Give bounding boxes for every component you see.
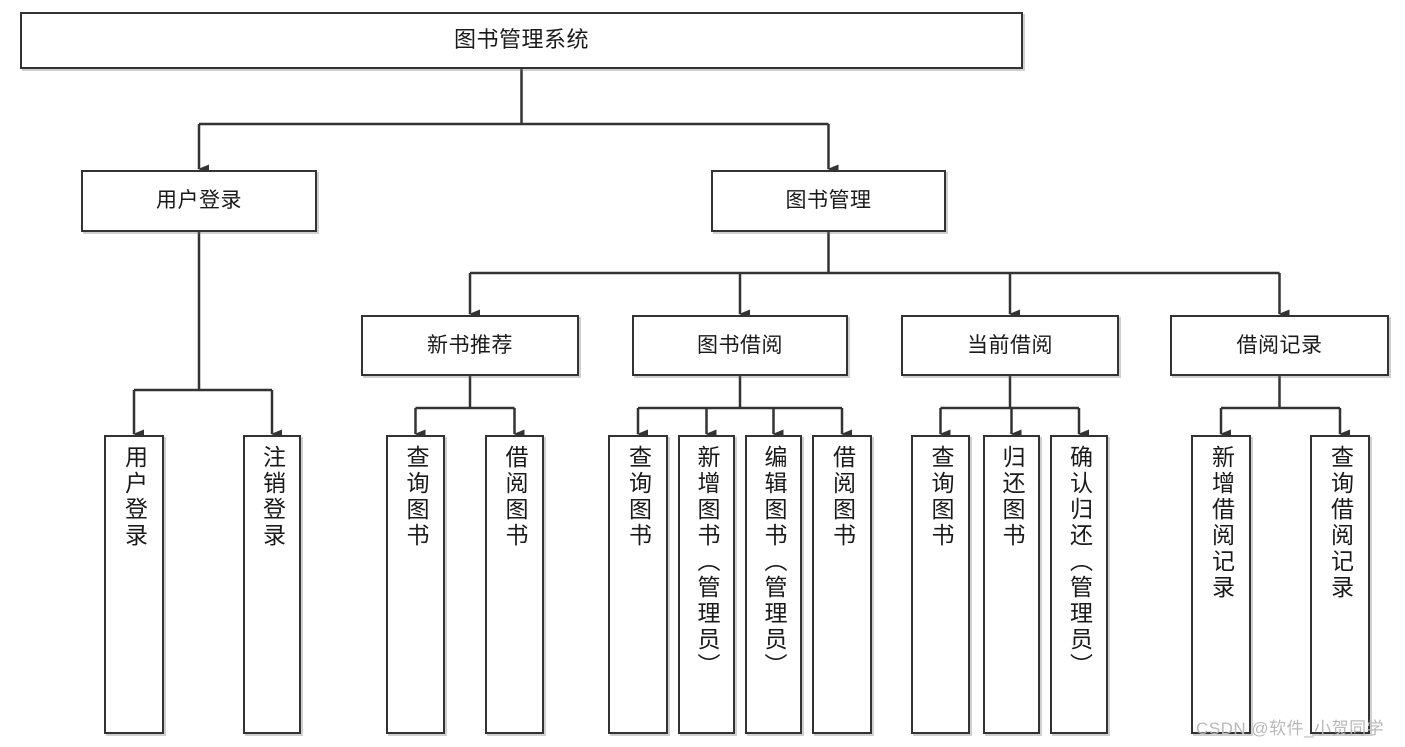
node-label: 编辑图书（管理员）	[761, 445, 787, 679]
node-book-borrow[interactable]: 图书借阅	[632, 315, 848, 376]
node-new-book-rec[interactable]: 新书推荐	[361, 315, 579, 376]
node-label: 用户登录	[121, 445, 148, 549]
node-leaf-return-book[interactable]: 归还图书	[983, 435, 1040, 734]
node-leaf-add-book[interactable]: 新增图书（管理员）	[678, 435, 735, 734]
node-label: 借阅图书	[502, 445, 528, 549]
node-leaf-borrow-book-2[interactable]: 借阅图书	[812, 435, 872, 734]
node-leaf-add-record[interactable]: 新增借阅记录	[1191, 435, 1251, 734]
node-label: 归还图书	[999, 445, 1025, 549]
node-borrow-record[interactable]: 借阅记录	[1170, 315, 1389, 376]
node-leaf-borrow-book-1[interactable]: 借阅图书	[485, 435, 544, 734]
node-leaf-query-book-2[interactable]: 查询图书	[608, 435, 668, 734]
node-leaf-user-login[interactable]: 用户登录	[104, 435, 164, 734]
node-label: 图书借阅	[697, 333, 783, 357]
node-label: 借阅记录	[1236, 333, 1323, 357]
watermark-text: CSDN @软件_小贺同学	[1196, 719, 1385, 738]
node-label: 确认归还（管理员）	[1066, 445, 1093, 679]
node-label: 图书管理	[785, 189, 872, 213]
node-book-manage[interactable]: 图书管理	[711, 170, 946, 232]
node-label: 用户登录	[156, 189, 242, 213]
node-label: 查询图书	[403, 445, 429, 549]
node-label: 新增借阅记录	[1208, 445, 1235, 601]
node-label: 借阅图书	[829, 445, 856, 549]
node-label: 当前借阅	[967, 333, 1053, 357]
node-leaf-user-logout[interactable]: 注销登录	[243, 435, 301, 734]
node-user-login[interactable]: 用户登录	[81, 170, 317, 232]
node-label: 新增图书（管理员）	[694, 445, 720, 679]
node-leaf-query-book-3[interactable]: 查询图书	[911, 435, 970, 734]
node-current-borrow[interactable]: 当前借阅	[901, 315, 1119, 376]
node-label: 查询图书	[625, 445, 652, 549]
node-label: 新书推荐	[427, 333, 513, 357]
node-leaf-query-record[interactable]: 查询借阅记录	[1310, 435, 1370, 734]
node-leaf-query-book-1[interactable]: 查询图书	[386, 435, 445, 734]
node-root[interactable]: 图书管理系统	[20, 12, 1023, 69]
node-label: 查询图书	[928, 445, 954, 549]
node-label: 查询借阅记录	[1327, 445, 1354, 601]
edge-group	[132, 69, 1350, 439]
node-label: 图书管理系统	[453, 27, 589, 53]
node-leaf-edit-book[interactable]: 编辑图书（管理员）	[745, 435, 802, 734]
node-leaf-confirm-return[interactable]: 确认归还（管理员）	[1050, 435, 1108, 734]
node-label: 注销登录	[259, 445, 286, 549]
